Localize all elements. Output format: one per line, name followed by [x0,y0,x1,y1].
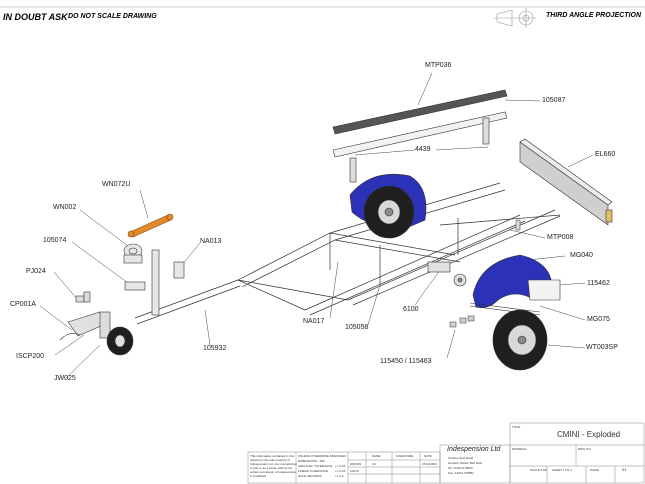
notes-line-2: drawing is the sole property of [250,458,291,462]
drawn-name: CC [372,462,377,466]
tol-value-2: +/- 0.25 [335,469,346,473]
exploded-wheel [492,309,548,371]
address-line-1: Chorley New Road, [448,456,475,460]
title-caption: TITLE: [512,425,522,429]
issue-number: 01 [622,467,627,472]
dwg-caption: DWG NO. [578,447,592,451]
tolerance-line-5: HOLE CENTRES: [298,474,323,478]
label-jw025: JW025 [54,375,76,382]
brackets-4439 [349,117,490,183]
notes-line-1: This information contained in this [250,454,294,458]
label-105058: 105058 [345,324,369,331]
label-105087: 105087 [542,97,566,104]
label-na017: NA017 [303,318,325,325]
label-115462: 115462 [587,280,610,287]
tol-value-3: +/- 0.2 [335,474,344,478]
tolerance-line-1: UNLESS OTHERWISE SPECIFIED: [298,454,347,458]
material-caption: MATERIAL: [512,447,528,451]
tolerance-line-3: ANGULAR: TOLERANCE [298,464,333,468]
axle-wheel-assembly [349,173,427,239]
notes-line-5: written permission of Indespension [250,470,297,474]
scale-caption: SCALE:1:50 [530,468,547,472]
exploded-mudguard [472,254,561,308]
label-wn002: WN002 [53,204,77,211]
label-mtp036: MTP036 [425,62,452,69]
winch [123,243,143,264]
sheet-caption: SHEET 1 OF 1 [552,468,572,472]
label-cp001a: CP001A [10,301,37,308]
label-6100: 6100 [403,306,419,313]
label-105074: 105074 [43,237,67,244]
notes-line-4: in part or as a whole without the [250,466,293,470]
address-line-3: Tel. 01204 478500 [448,466,473,470]
drawn-date: 27/11/2004 [422,462,437,466]
leader-lines [39,72,594,379]
issue-caption: ISSUE [590,468,600,472]
col-signature: SIGNATURE [396,454,414,458]
label-4439: 4439 [415,146,431,153]
scale-warning: DO NOT SCALE DRAWING [68,13,157,20]
light-board [519,138,613,226]
winch-handle [127,213,174,238]
label-105932: 105932 [203,345,227,352]
label-el660: EL660 [595,151,616,158]
label-pj024: PJ024 [26,268,46,275]
chkd-caption: CHK'D [350,469,360,473]
company-name: Indespension Ltd [447,446,501,453]
address-line-4: Fax. 01204 478581 [448,471,474,475]
mtp008-fittings [515,219,521,231]
notes-line-6: is prohibited. [250,474,268,478]
label-iscp200: ISCP200 [16,353,45,360]
tol-value-1: +/- 0.25 [335,464,346,468]
tolerance-line-4: LINEAR TOLERANCE [298,469,328,473]
jockey-post [124,249,185,316]
tolerance-line-2: DIMENSIONS - MM [298,459,325,463]
suspension-unit [427,261,467,287]
label-wt003sp: WT003SP [586,344,618,351]
small-parts [75,291,91,303]
label-wn072u: WN072U [102,181,131,188]
coupling-jockey [59,311,134,356]
label-mtp008: MTP008 [547,234,574,241]
label-115450-115463: 115450 / 115463 [380,358,432,365]
drawn-caption: DRAWN [350,462,362,466]
projection-label: THIRD ANGLE PROJECTION [546,12,642,19]
notes-line-3: Indespension Ltd. Any reproduction [250,462,298,466]
label-mg040: MG040 [570,252,593,259]
top-rails [332,89,508,158]
col-date: DATE [424,454,432,458]
fasteners [449,315,475,328]
projection-symbol [494,8,536,28]
chassis-frame [134,182,561,325]
drawing-title: CMINI - Exploded [557,430,621,439]
col-name: NAME [372,454,381,458]
address-line-2: Horwich, Bolton BL6 6HG. [448,461,484,465]
label-mg075: MG075 [587,316,610,323]
title-block-grid [247,422,645,484]
in-doubt-ask-title: IN DOUBT ASK [3,12,68,22]
label-na013: NA013 [200,238,222,245]
